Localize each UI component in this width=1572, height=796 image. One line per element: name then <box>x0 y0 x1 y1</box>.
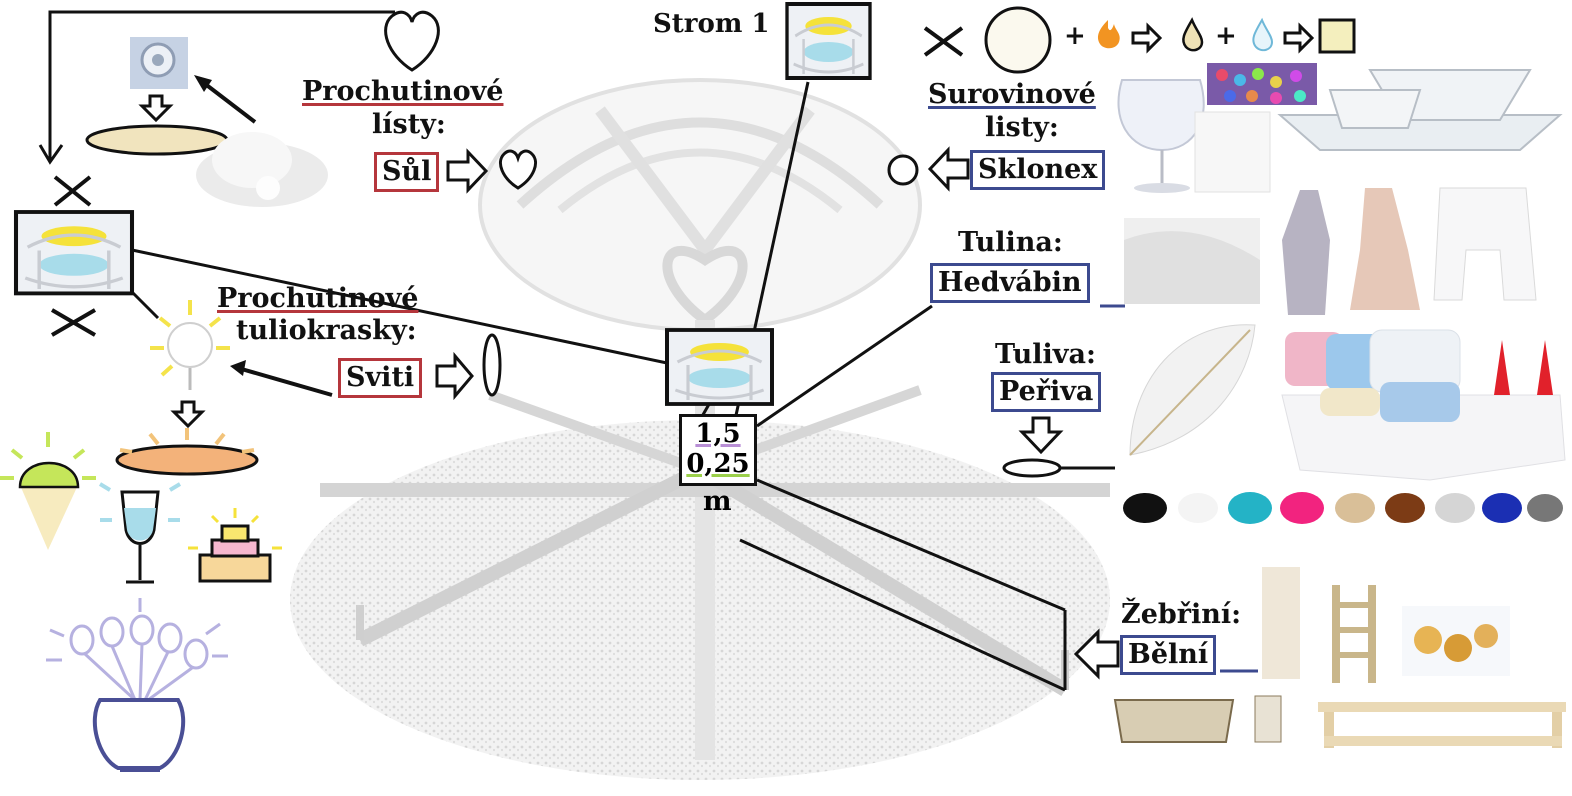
white-disc-icon <box>984 6 1052 74</box>
center-value-1: 1,5 <box>695 419 741 449</box>
center-value-box: 1,5 0,25 <box>679 414 757 486</box>
arrow-down-icon-sviti <box>170 400 206 429</box>
sviti-name-box[interactable]: Sviti <box>338 358 423 398</box>
sviti-category-line2: tuliokrasky: <box>236 315 417 346</box>
salt-category-line2: lísty: <box>372 109 446 140</box>
sklonex-category-line2: listy: <box>985 112 1059 143</box>
arrow-down-icon-salt <box>138 94 174 123</box>
recipe-row <box>923 6 1356 74</box>
silk-photos <box>1124 187 1537 315</box>
glass-photos <box>1117 63 1563 193</box>
multiply-icon <box>923 26 964 57</box>
arrow-left-icon-belni <box>1073 628 1120 680</box>
tree-icon-center <box>665 328 774 406</box>
salt-pile-photo <box>196 132 328 207</box>
center-unit: m <box>703 486 732 517</box>
multiply-icon-left-1 <box>53 175 92 207</box>
tree-icon-top <box>785 2 872 80</box>
heart-outline-icon <box>384 10 440 72</box>
center-value-2: 0,25 <box>686 449 750 479</box>
sklonex-category-line1: Surovinové <box>928 79 1096 110</box>
arrow-down-icon-periva <box>1018 416 1064 455</box>
belni-category: Žebřiní: <box>1121 599 1242 630</box>
arrow-right-icon-sul <box>446 148 489 194</box>
sklonex-name-box[interactable]: Sklonex <box>970 150 1106 190</box>
strom-title: Strom 1 <box>653 9 770 39</box>
cake-icon <box>188 508 282 583</box>
birch-photos <box>1113 567 1566 748</box>
plate-salt-icon <box>85 124 229 156</box>
belni-name-box[interactable]: Bělní <box>1120 635 1217 675</box>
blue-underline-ext <box>1100 304 1258 673</box>
glowing-bulb-icon <box>150 300 230 390</box>
periva-category: Tuliva: <box>995 339 1096 370</box>
arrow-right-icon-2 <box>1283 22 1315 54</box>
salt-shaker-photo <box>130 37 188 89</box>
fire-icon <box>1097 20 1120 49</box>
drop-water-icon <box>1252 17 1274 52</box>
circle-outline-icon <box>887 154 919 186</box>
arrow-to-shaker <box>198 78 257 124</box>
recipe-plus-1: + <box>1064 21 1086 51</box>
multiply-icon-left-2 <box>50 308 97 337</box>
heart-outline-icon-small <box>499 149 537 190</box>
hedvabin-category: Tulina: <box>958 227 1063 258</box>
glowing-plate-icon <box>115 428 259 476</box>
ice-cream-icon <box>0 432 96 550</box>
salt-category-line1: Prochutinové <box>302 76 504 107</box>
hedvabin-name-box[interactable]: Hedvábin <box>930 263 1090 303</box>
sviti-category-line1: Prochutinové <box>217 283 419 314</box>
arrow-left-icon-sklonex <box>927 146 970 192</box>
feather-photos <box>1123 324 1566 524</box>
oval-outline-icon <box>482 333 502 397</box>
arrow-right-icon <box>1131 22 1163 54</box>
periva-name-box[interactable]: Peřiva <box>991 372 1102 412</box>
arrow-right-icon-sviti <box>435 351 474 401</box>
cream-square-icon <box>1318 18 1356 54</box>
salt-name-box[interactable]: Sůl <box>374 152 440 192</box>
balloon-vase-icon <box>46 598 228 772</box>
tree-icon-left <box>13 210 135 296</box>
wine-glass-icon <box>98 482 182 584</box>
recipe-plus-2: + <box>1215 21 1237 51</box>
ring-outline-icon <box>1002 458 1062 478</box>
drop-tan-icon <box>1182 17 1204 52</box>
background-tree-sketch <box>290 78 1110 780</box>
